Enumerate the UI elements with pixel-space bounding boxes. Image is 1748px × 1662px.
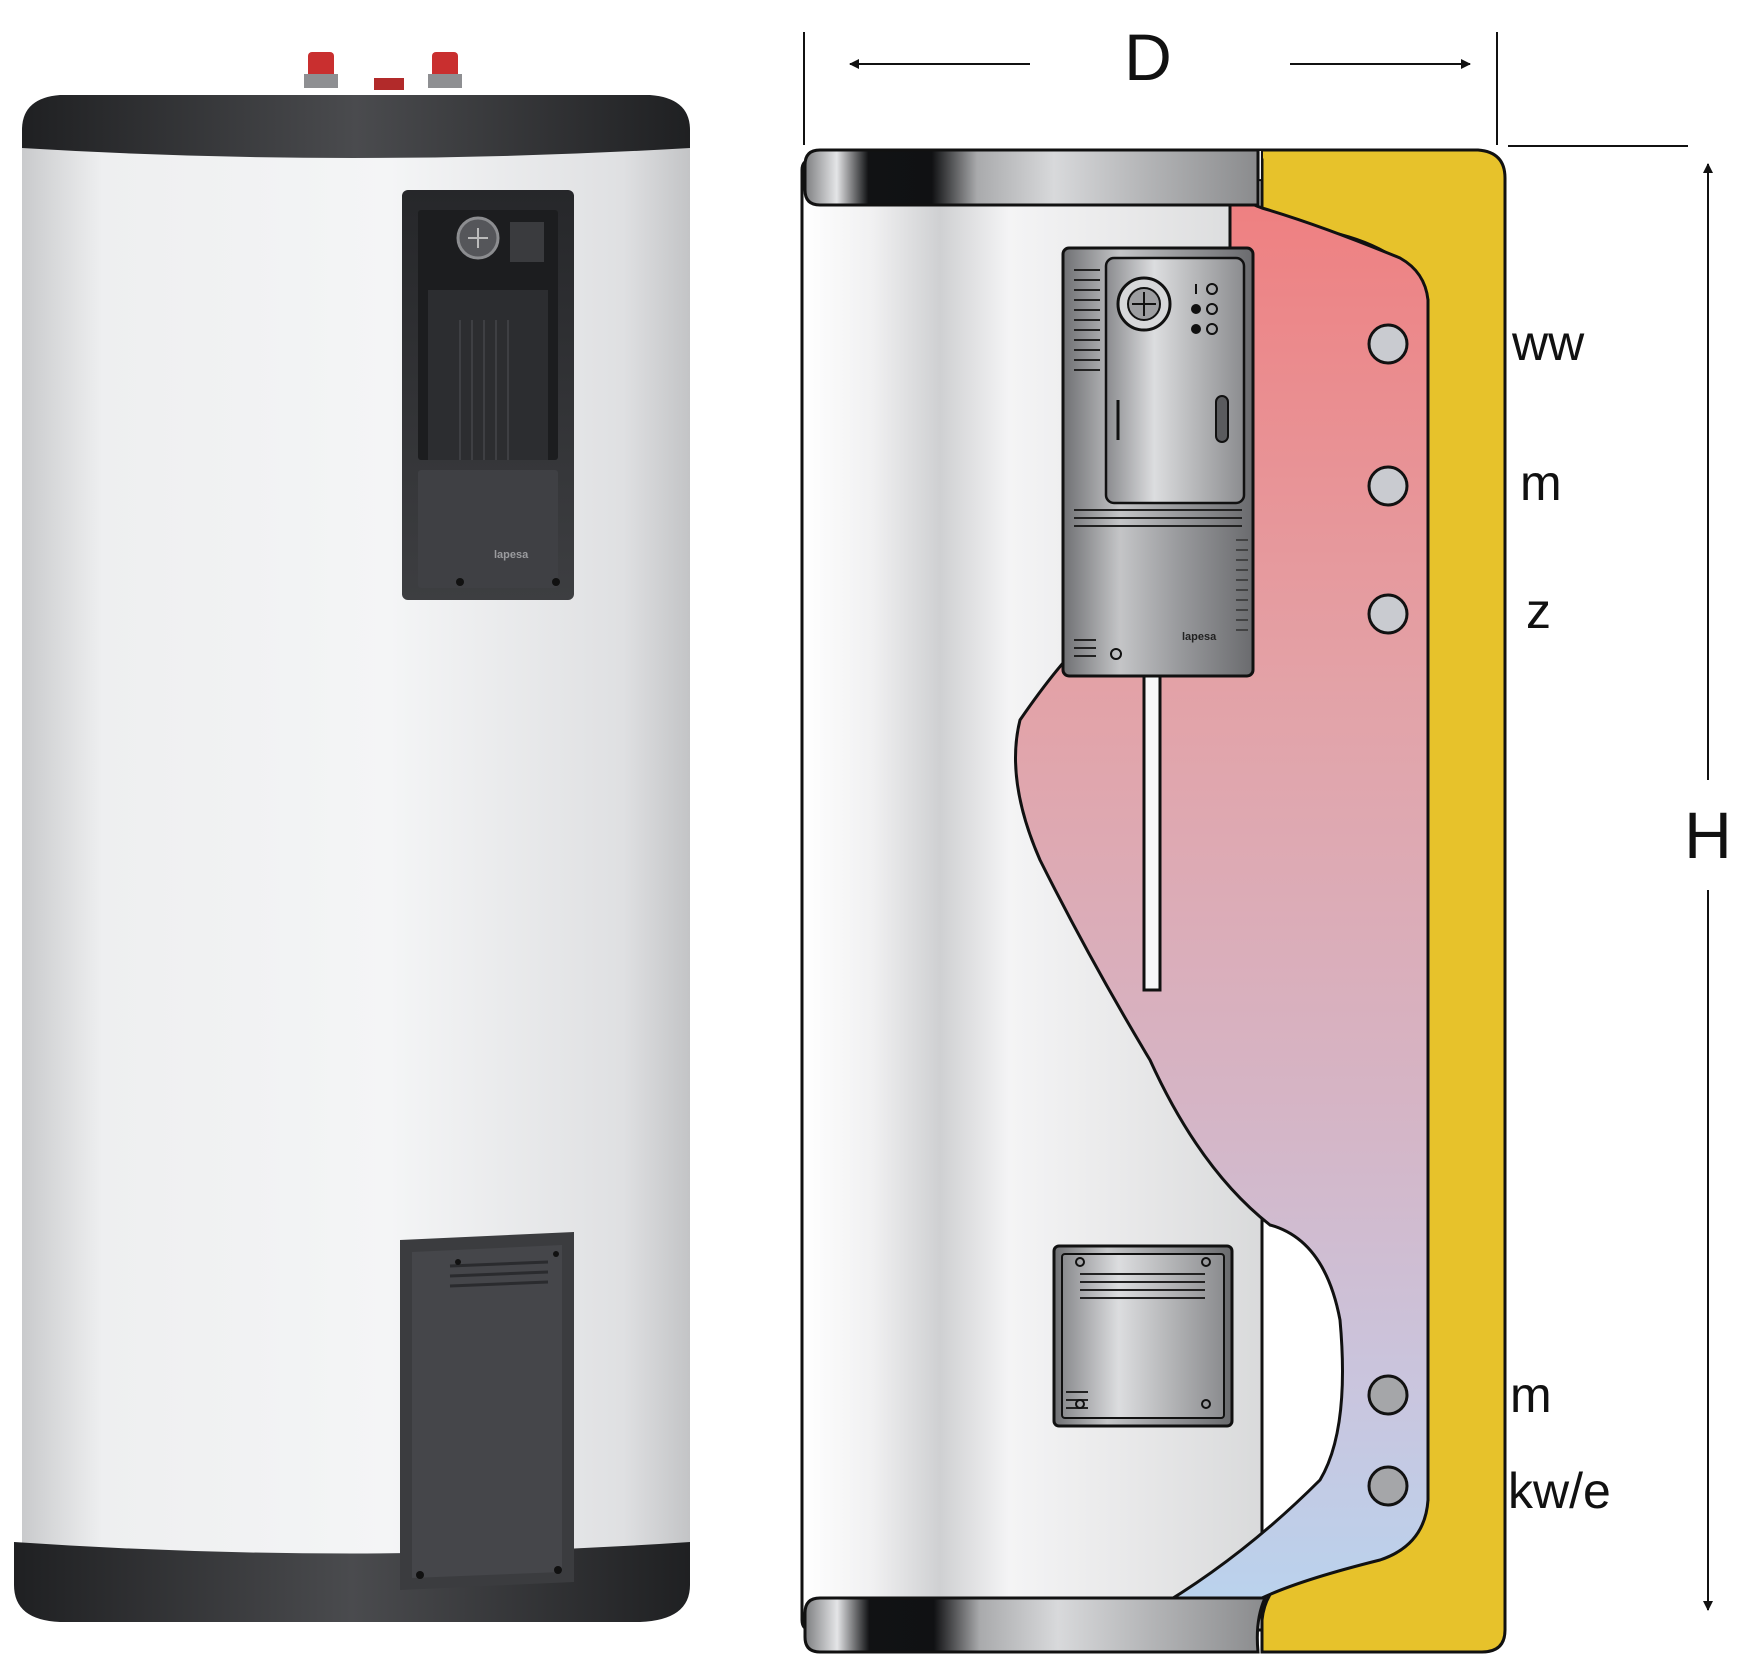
connection-label-kw-e: kw/e	[1508, 1463, 1611, 1519]
width-dimension: D	[803, 20, 1498, 145]
product-photo: lapesa	[14, 52, 690, 1622]
thermometer-dial-icon	[1116, 276, 1172, 332]
access-cover-photo	[400, 1232, 574, 1590]
connection-label-ww: ww	[1511, 315, 1585, 371]
top-band	[22, 95, 690, 160]
diagram-access-cover	[1052, 1244, 1234, 1428]
diagram-control-panel: lapesa	[1061, 246, 1255, 678]
port-m-lower	[1367, 1374, 1409, 1416]
connection-label-z: z	[1526, 583, 1551, 639]
cutaway-diagram: lapesa ww m z m kw/e	[800, 20, 1732, 1654]
diagram-top-band	[803, 148, 1260, 207]
width-label: D	[1124, 20, 1172, 94]
bottom-band	[14, 1542, 690, 1622]
diagram-bottom-band	[803, 1596, 1268, 1654]
height-dimension: H	[1508, 145, 1732, 1611]
port-z	[1367, 593, 1409, 635]
connection-label-m-lower: m	[1510, 1367, 1552, 1423]
water-section	[1014, 183, 1430, 1614]
top-connector-pipes	[304, 52, 462, 90]
diagram-brand-mark: lapesa	[1182, 631, 1217, 643]
port-kw-e	[1367, 1465, 1409, 1507]
connection-label-m-upper: m	[1520, 455, 1562, 511]
switch-icons	[1191, 283, 1218, 335]
port-m-upper	[1367, 465, 1409, 507]
tank-body	[22, 148, 690, 1570]
sensor-tube	[1142, 658, 1162, 992]
port-ww	[1367, 323, 1409, 365]
photo-brand-mark: lapesa	[494, 549, 529, 561]
height-label: H	[1684, 798, 1732, 872]
control-panel-photo: lapesa	[402, 190, 574, 600]
